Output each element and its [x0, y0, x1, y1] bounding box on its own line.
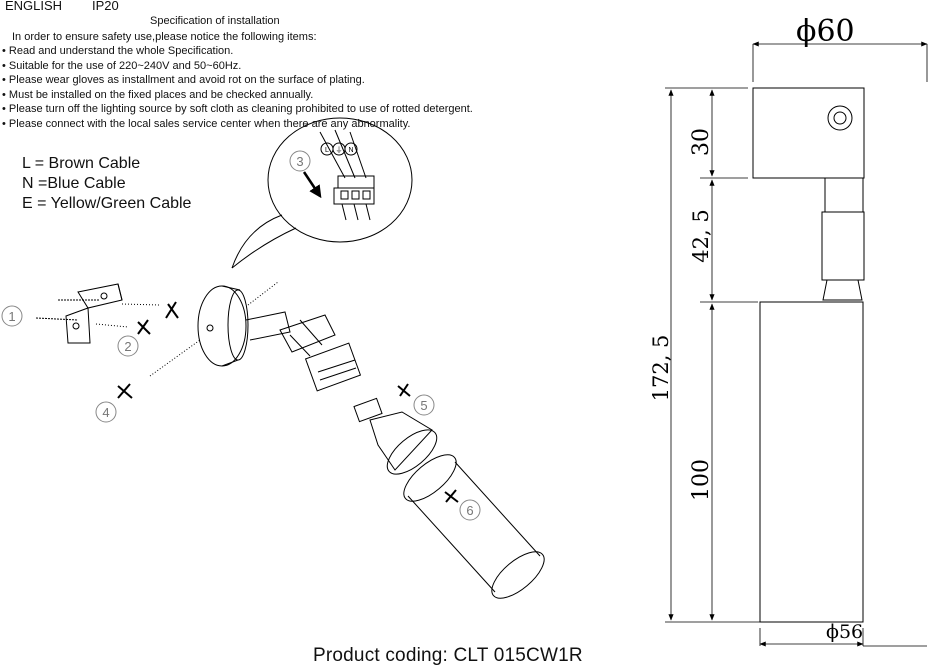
rotate-icon [137, 319, 151, 335]
rotate-icon [397, 383, 411, 397]
legend-earth: E = Yellow/Green Cable [22, 195, 192, 212]
dim-body-height: 100 [689, 459, 714, 501]
language-label: ENGLISH [5, 0, 63, 13]
terminal-label-n-circle [344, 142, 358, 156]
rotate-icon [444, 489, 459, 503]
rotate-icon [117, 383, 133, 399]
terminal-label-e: ⏚ [336, 146, 343, 154]
gu10-lamp [353, 397, 438, 475]
step-marker-1 [1, 305, 23, 327]
wiring-detail-callout [231, 117, 413, 269]
step-marker-3 [289, 150, 311, 172]
step-marker-2 [117, 335, 139, 357]
step-marker-5 [413, 394, 435, 416]
product-coding: Product coding: CLT 015CW1R [313, 645, 583, 666]
spec-title: Specification of installation [150, 15, 280, 27]
cable-legend: L = Brown Cable N =Blue Cable E = Yellow… [22, 154, 191, 214]
step-number-6: 6 [466, 503, 473, 518]
terminal-label-l: L [325, 147, 329, 154]
ip-rating-label: IP20 [92, 0, 119, 13]
step-marker-4 [95, 401, 117, 423]
dim-bottom-diameter: ϕ56 [826, 621, 863, 643]
insert-arrow-icon [302, 171, 322, 199]
lamp-body-cylinder [403, 454, 545, 599]
terminal-block [333, 175, 375, 221]
dim-top-diameter: ϕ60 [796, 14, 855, 49]
dimension-lines [665, 41, 928, 647]
mounting-bracket [35, 283, 161, 344]
spec-item: Must be installed on the fixed places an… [2, 88, 473, 103]
spec-item: Please wear gloves as installment and av… [2, 73, 473, 88]
step-number-1: 1 [8, 309, 15, 324]
elevation-base [752, 87, 865, 179]
spec-item: Please turn off the lighting source by s… [2, 102, 473, 117]
terminal-label-n: N [348, 147, 353, 154]
spec-item: Please connect with the local sales serv… [2, 117, 473, 132]
legend-live: L = Brown Cable [22, 155, 141, 172]
dim-total-height: 172, 5 [649, 335, 673, 402]
rotate-icon [165, 301, 179, 319]
rotation-marks [117, 301, 459, 503]
step-number-4: 4 [102, 405, 109, 420]
dim-arm-height: 42, 5 [689, 209, 713, 262]
spec-item: Read and understand the whole Specificat… [2, 44, 473, 59]
side-elevation [752, 87, 865, 623]
step-marker-6 [459, 499, 481, 521]
spec-intro: In order to ensure safety use,please not… [12, 31, 317, 43]
spec-list: Read and understand the whole Specificat… [2, 44, 473, 132]
ceiling-base [149, 281, 291, 377]
elevation-body [759, 301, 864, 623]
step-number-5: 5 [420, 398, 427, 413]
spec-item: Suitable for the use of 220~240V and 50~… [2, 59, 473, 74]
dim-base-height: 30 [689, 128, 714, 156]
legend-neutral: N =Blue Cable [22, 175, 126, 192]
step-number-3: 3 [296, 154, 303, 169]
lamp-holder [279, 314, 362, 392]
step-number-2: 2 [124, 339, 131, 354]
